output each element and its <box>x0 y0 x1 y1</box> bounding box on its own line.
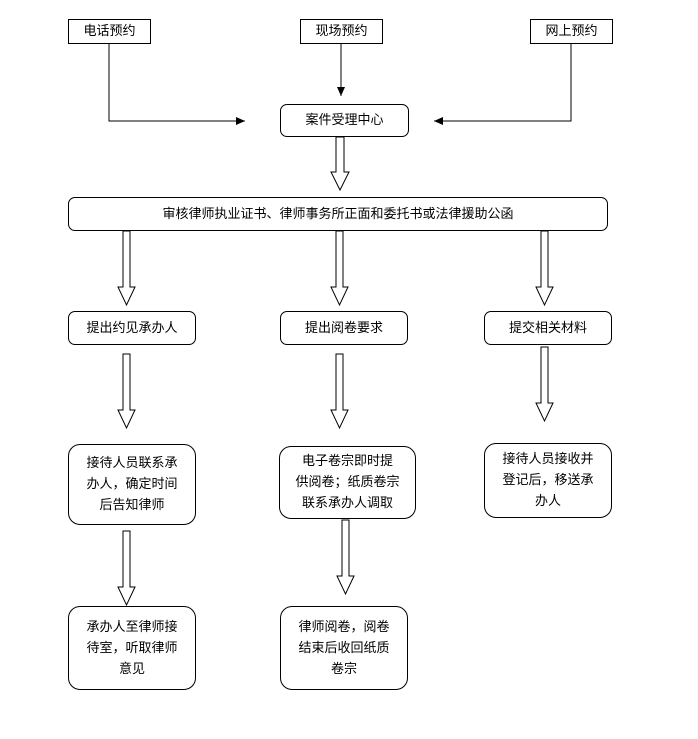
node-request-meeting: 提出约见承办人 <box>68 311 196 345</box>
block-arrow-center-to-review <box>330 136 350 192</box>
connector-online-to-center <box>434 44 572 125</box>
node-materials-receive: 接待人员接收并 登记后，移送承 办人 <box>484 443 612 518</box>
node-phone-appointment: 电话预约 <box>68 19 151 44</box>
connector-phone-to-center <box>108 44 245 125</box>
node-onsite-appointment: 现场预约 <box>300 19 383 44</box>
block-arrows <box>117 136 554 607</box>
node-meeting-hear: 承办人至律师接 待室，听取律师 意见 <box>68 606 196 690</box>
node-reading-provide: 电子卷宗即时提 供阅卷；纸质卷宗 联系承办人调取 <box>279 446 416 519</box>
block-arrow-read-step1-to-step2 <box>336 519 355 596</box>
node-meeting-contact: 接待人员联系承 办人，确定时间 后告知律师 <box>68 444 196 525</box>
node-online-appointment: 网上预约 <box>530 19 613 44</box>
block-arrow-meet-to-step1 <box>117 353 136 430</box>
block-arrow-review-to-submit <box>535 230 554 307</box>
node-submit-materials: 提交相关材料 <box>484 311 612 345</box>
node-case-center: 案件受理中心 <box>280 104 409 137</box>
block-arrow-meet-step1-to-step2 <box>117 530 136 607</box>
line-connectors <box>108 44 572 125</box>
block-arrow-review-to-meet <box>117 230 136 307</box>
block-arrow-read-to-step1 <box>330 353 349 430</box>
node-request-reading: 提出阅卷要求 <box>280 311 408 345</box>
node-reading-return: 律师阅卷，阅卷 结束后收回纸质 卷宗 <box>280 606 408 690</box>
block-arrow-submit-to-step1 <box>535 346 554 423</box>
node-review-credentials: 审核律师执业证书、律师事务所正面和委托书或法律援助公函 <box>68 197 608 231</box>
block-arrow-review-to-read <box>330 230 349 307</box>
